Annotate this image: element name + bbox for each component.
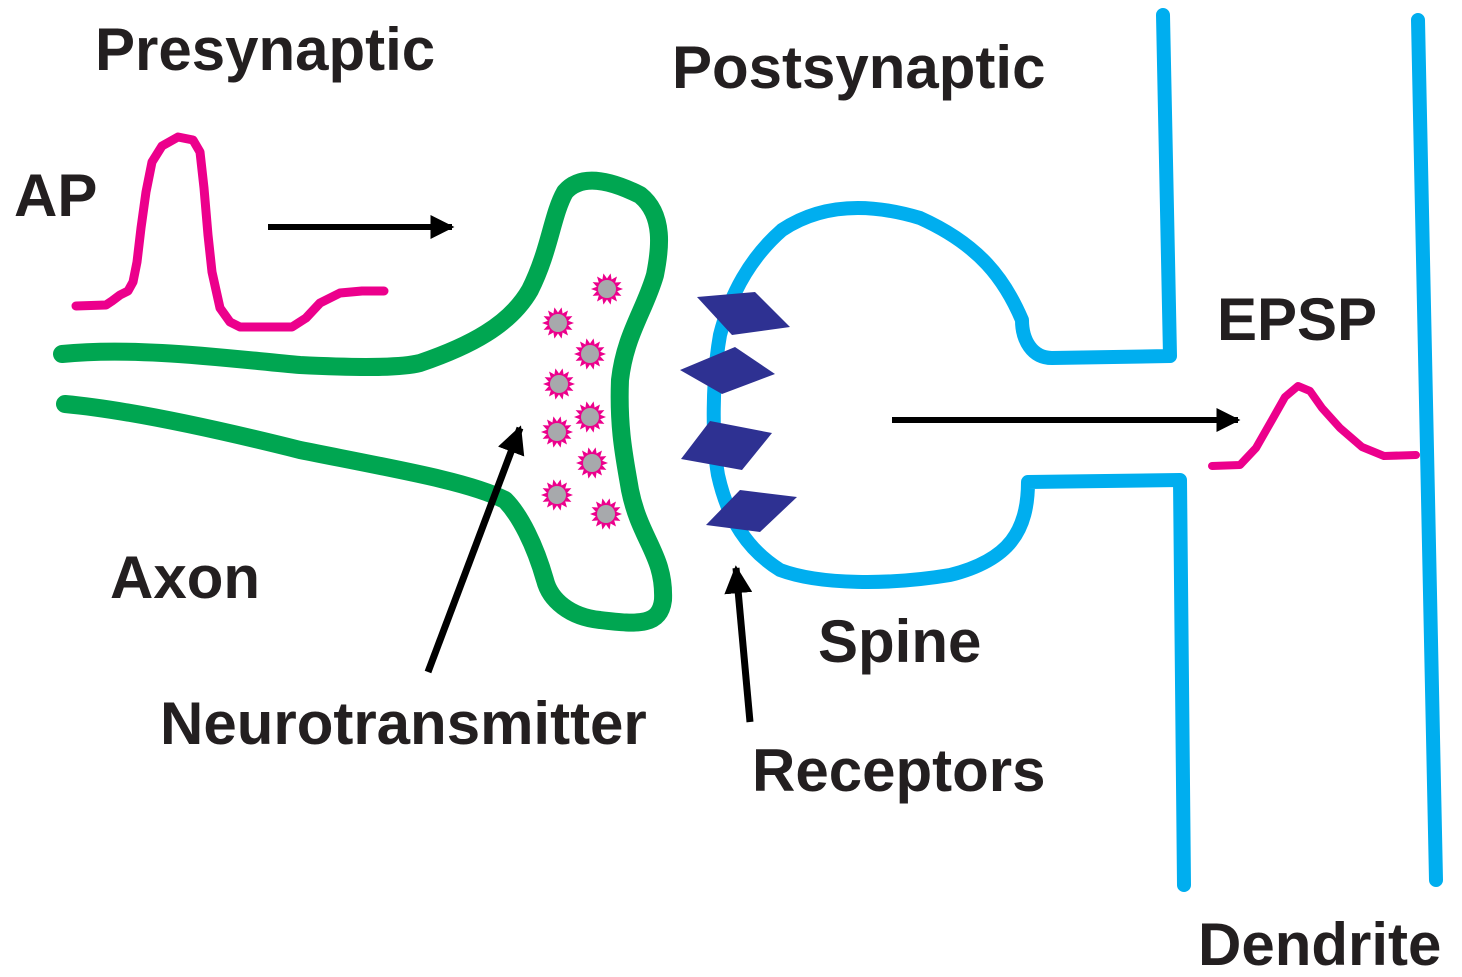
axon-label: Axon — [110, 544, 260, 611]
epsp-trace — [1212, 386, 1416, 466]
vesicle-core — [597, 505, 615, 523]
dendrite-label: Dendrite — [1198, 911, 1441, 977]
vesicle-core — [548, 486, 566, 504]
receptors-label: Receptors — [752, 737, 1045, 804]
epsp-label: EPSP — [1217, 286, 1377, 353]
neurotransmitter-label: Neurotransmitter — [160, 690, 647, 757]
dendrite-right-wall — [1418, 20, 1436, 880]
diamond-receptor-icon — [697, 292, 790, 335]
diamond-receptor-icon — [680, 347, 775, 394]
vesicle-core — [550, 375, 568, 393]
action-potential-trace — [76, 137, 384, 327]
neurotransmitter-pointer-arrow — [428, 428, 520, 672]
vesicle-core — [581, 408, 599, 426]
vesicle-core — [583, 454, 601, 472]
spine-label: Spine — [818, 608, 981, 675]
postsynaptic-label: Postsynaptic — [672, 34, 1045, 101]
vesicle-core — [548, 423, 566, 441]
receptor-group — [680, 292, 797, 532]
diamond-receptor-icon — [681, 421, 772, 470]
presynaptic-label: Presynaptic — [95, 16, 435, 83]
ap-label: AP — [14, 162, 97, 229]
vesicle-core — [598, 280, 616, 298]
vesicle-core — [581, 345, 599, 363]
vesicle-core — [549, 314, 567, 332]
receptors-pointer-arrow — [736, 568, 750, 722]
